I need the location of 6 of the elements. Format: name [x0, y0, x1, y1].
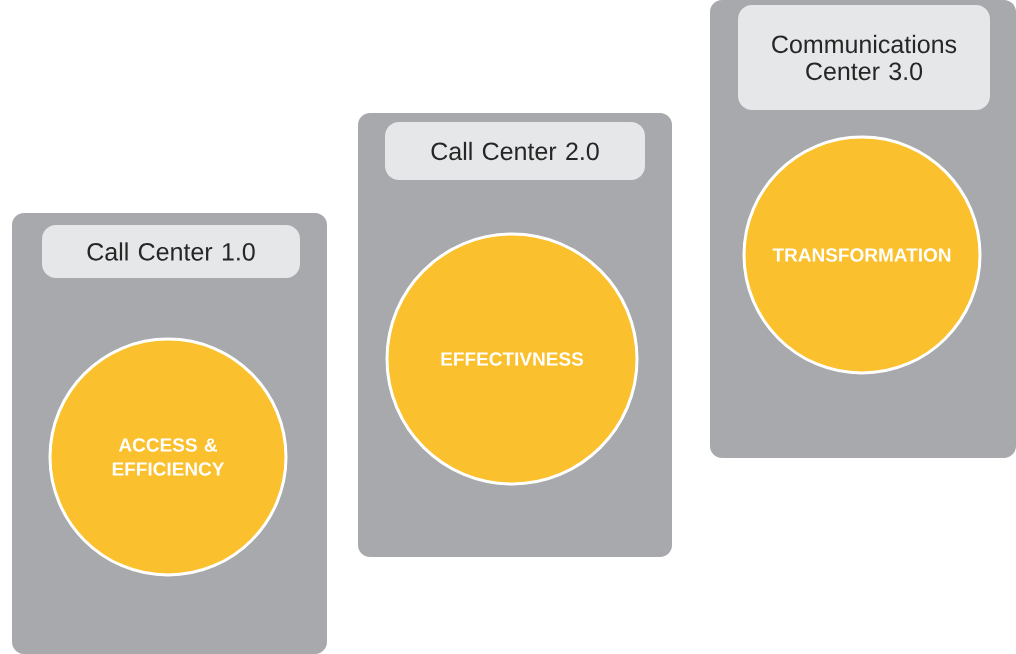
- title-pill: Call Center 1.0: [42, 225, 300, 278]
- circle-badge: ACCESS & EFFICIENCY: [48, 337, 288, 577]
- title-pill: Communications Center 3.0: [738, 5, 990, 110]
- circle-badge: TRANSFORMATION: [742, 135, 982, 375]
- title-pill: Call Center 2.0: [385, 122, 645, 180]
- circle-badge: EFFECTIVNESS: [385, 232, 639, 486]
